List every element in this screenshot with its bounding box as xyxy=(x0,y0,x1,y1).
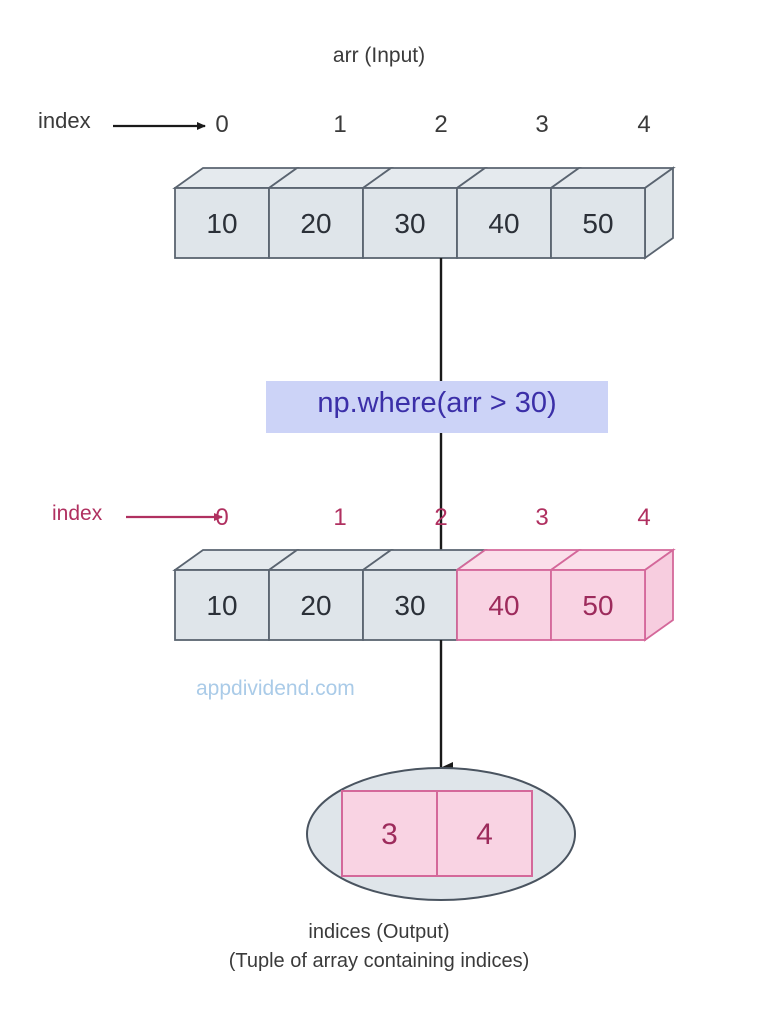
result-value-4: 50 xyxy=(582,590,614,621)
output-value-0: 3 xyxy=(381,818,398,851)
output-value-1: 4 xyxy=(476,818,493,851)
result-index-3: 3 xyxy=(535,504,549,531)
input-cell-1 xyxy=(268,187,364,259)
input-index-1: 1 xyxy=(333,111,347,138)
output-cell-0 xyxy=(341,790,438,877)
result-array-boxes xyxy=(172,548,676,642)
input-value-1: 20 xyxy=(300,208,332,239)
input-index-2: 2 xyxy=(434,111,448,138)
index-label-bottom: index xyxy=(52,502,103,525)
result-index-0: 0 xyxy=(215,504,229,531)
result-index-4: 4 xyxy=(637,504,651,531)
index-label-top: index xyxy=(38,108,91,133)
result-cell-1 xyxy=(268,569,364,641)
result-index-1: 1 xyxy=(333,504,347,531)
input-cell-4 xyxy=(550,187,646,259)
input-value-2: 30 xyxy=(394,208,426,239)
output-caption: indices (Output) (Tuple of array contain… xyxy=(0,918,758,976)
result-value-3: 40 xyxy=(488,590,520,621)
input-value-0: 10 xyxy=(206,208,238,239)
output-caption-line2: (Tuple of array containing indices) xyxy=(228,950,530,972)
output-caption-line1: indices (Output) xyxy=(308,921,450,943)
result-cell-2 xyxy=(362,569,458,641)
result-value-2: 30 xyxy=(394,590,426,621)
input-index-4: 4 xyxy=(637,111,651,138)
watermark: appdividend.com xyxy=(196,677,355,700)
input-value-3: 40 xyxy=(488,208,520,239)
input-value-4: 50 xyxy=(582,208,614,239)
operation-box xyxy=(266,381,608,433)
page-title: arr (Input) xyxy=(332,44,426,67)
result-value-0: 10 xyxy=(206,590,238,621)
output-cell-1 xyxy=(436,790,533,877)
operation-label: np.where(arr > 30) xyxy=(317,387,557,419)
result-value-1: 20 xyxy=(300,590,332,621)
result-index-2: 2 xyxy=(434,504,448,531)
input-array-boxes xyxy=(172,166,676,260)
result-cell-3 xyxy=(456,569,552,641)
input-index-3: 3 xyxy=(535,111,549,138)
input-cell-3 xyxy=(456,187,552,259)
input-index-0: 0 xyxy=(215,111,229,138)
result-cell-4 xyxy=(550,569,646,641)
